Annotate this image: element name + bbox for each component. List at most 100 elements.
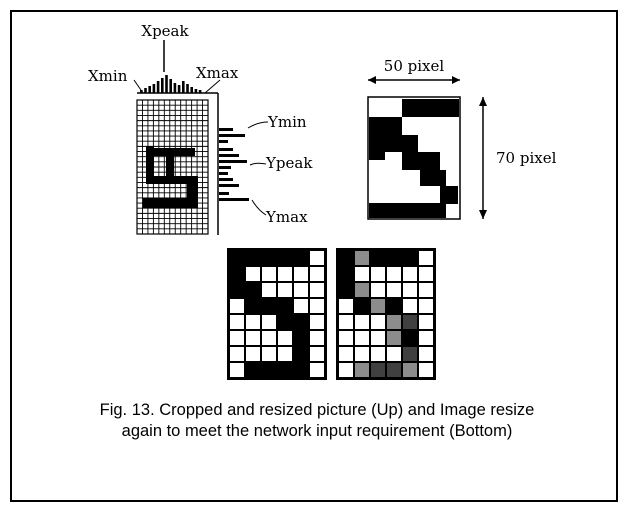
input-cell: [230, 267, 244, 281]
input-cell: [262, 347, 276, 361]
input-cell: [403, 315, 417, 329]
input-cell: [230, 299, 244, 313]
y-histogram-bar: [219, 178, 233, 181]
input-cell: [278, 315, 292, 329]
input-cell: [387, 315, 401, 329]
input-cell: [371, 331, 385, 345]
input-cell: [355, 315, 369, 329]
x-histogram-bar: [198, 90, 202, 93]
x-histogram: [140, 75, 202, 93]
xmin-label: Xmin: [88, 67, 128, 85]
input-cell: [278, 331, 292, 345]
x-histogram-bar: [148, 86, 151, 93]
height-label: 70 pixel: [496, 149, 557, 167]
ypeak-pointer: [249, 162, 267, 166]
s-stroke: [148, 148, 195, 156]
input-cell: [294, 267, 308, 281]
x-histogram-bar: [177, 85, 181, 93]
input-cell: [310, 347, 324, 361]
input-cell: [246, 315, 260, 329]
input-cell: [419, 299, 433, 313]
input-cell: [230, 331, 244, 345]
width-label: 50 pixel: [384, 57, 445, 75]
s-stroke: [146, 146, 154, 184]
input-cell: [246, 363, 260, 377]
input-cell: [419, 251, 433, 265]
x-histogram-bar: [190, 87, 193, 93]
input-cell: [403, 299, 417, 313]
input-cell: [371, 363, 385, 377]
resized-image-panel: 50 pixel 70 pixel: [367, 57, 557, 220]
input-cell: [230, 315, 244, 329]
input-cell: [355, 283, 369, 297]
input-cell: [230, 283, 244, 297]
ypeak-label: Ypeak: [265, 154, 313, 172]
x-histogram-bar: [144, 88, 147, 93]
input-cell: [246, 251, 260, 265]
input-cell: [419, 347, 433, 361]
input-cell: [403, 347, 417, 361]
figure-caption-line-2: again to meet the network input requirem…: [121, 422, 513, 440]
input-cell: [419, 331, 433, 345]
s-stroke: [166, 156, 174, 182]
input-cell: [403, 267, 417, 281]
input-cell: [419, 283, 433, 297]
input-cell: [310, 331, 324, 345]
y-histogram-bar: [219, 128, 233, 131]
xmax-label: Xmax: [196, 64, 239, 82]
y-histogram-bar: [219, 166, 231, 169]
input-cell: [294, 315, 308, 329]
ymax-pointer: [251, 199, 267, 216]
y-histogram-bar: [219, 198, 249, 201]
input-cell: [310, 267, 324, 281]
input-cell: [230, 347, 244, 361]
input-cell: [246, 347, 260, 361]
input-cell: [387, 331, 401, 345]
input-cell: [262, 251, 276, 265]
input-cell: [294, 299, 308, 313]
input-cell: [387, 299, 401, 313]
input-cell: [371, 251, 385, 265]
input-cell: [230, 251, 244, 265]
input-cell: [339, 283, 353, 297]
x-histogram-bar: [173, 83, 177, 93]
input-cell: [419, 267, 433, 281]
input-cell: [339, 331, 353, 345]
input-cell: [262, 315, 276, 329]
figure-caption-line-1: Fig. 13. Cropped and resized picture (Up…: [99, 401, 535, 419]
xpeak-label: Xpeak: [141, 22, 189, 40]
input-cell: [262, 267, 276, 281]
x-histogram-bar: [194, 89, 198, 93]
input-cell: [339, 299, 353, 313]
ymin-pointer: [247, 121, 269, 129]
input-cell: [246, 267, 260, 281]
input-cell: [278, 363, 292, 377]
input-cell: [262, 283, 276, 297]
input-cell: [355, 363, 369, 377]
input-cell: [278, 251, 292, 265]
input-cell: [339, 315, 353, 329]
x-histogram-bar: [156, 81, 160, 93]
input-cell: [355, 299, 369, 313]
input-cell: [371, 315, 385, 329]
input-cell: [294, 283, 308, 297]
input-cell: [262, 331, 276, 345]
grayscale-input-grid: [336, 248, 436, 380]
input-cell: [371, 347, 385, 361]
input-cell: [419, 363, 433, 377]
input-cell: [371, 299, 385, 313]
input-cell: [262, 363, 276, 377]
input-cell: [355, 347, 369, 361]
character-pixel-grid: [136, 99, 209, 235]
input-cell: [339, 347, 353, 361]
input-cell: [246, 283, 260, 297]
input-cell: [310, 315, 324, 329]
input-cell: [310, 299, 324, 313]
y-histogram: [219, 128, 249, 201]
y-histogram-bar: [219, 154, 239, 157]
input-cell: [387, 283, 401, 297]
x-histogram-bar: [161, 78, 164, 93]
xmax-pointer: [204, 79, 221, 94]
input-cell: [278, 267, 292, 281]
y-histogram-bar: [219, 160, 247, 163]
